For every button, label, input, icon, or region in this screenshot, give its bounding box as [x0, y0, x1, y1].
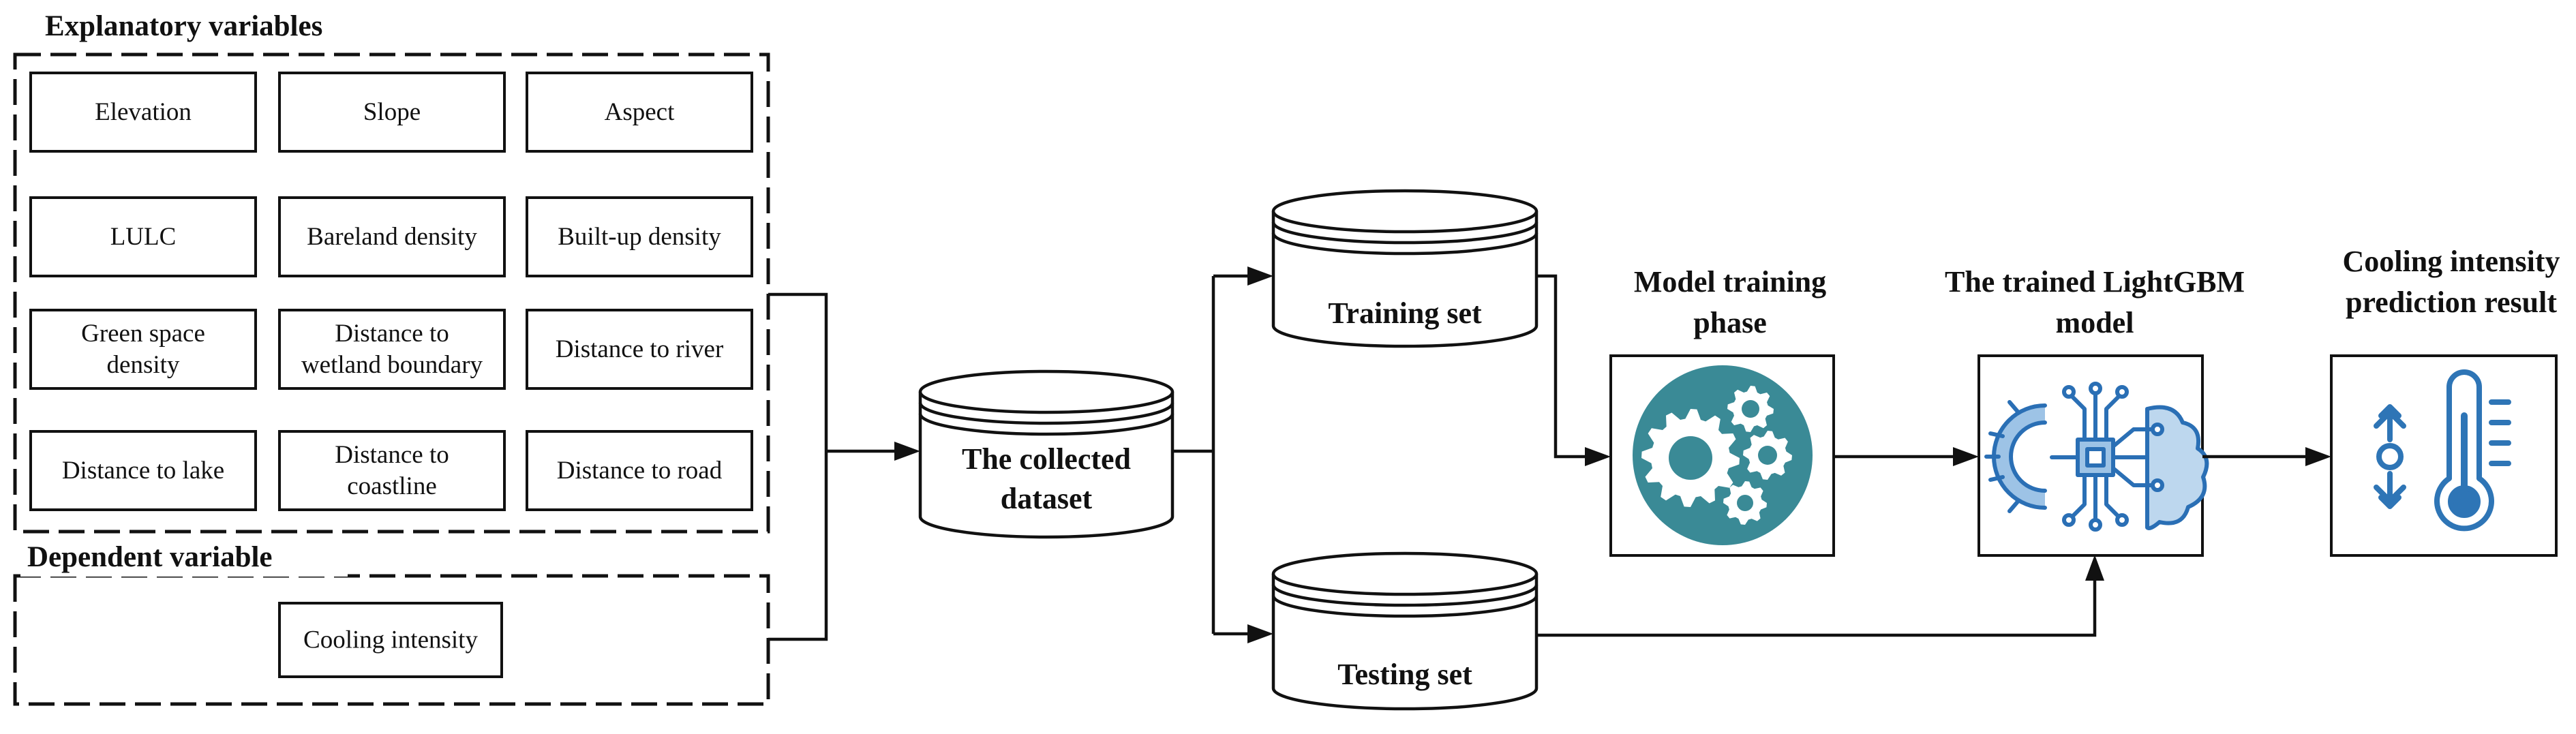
variable-label: Distance to	[335, 320, 449, 348]
variable-box: Elevation	[29, 72, 257, 153]
cooling-intensity-box	[278, 602, 503, 678]
variable-box: Distance to wetland boundary	[278, 309, 506, 390]
variable-box: Distance to river	[526, 309, 753, 390]
training-to-model-arrowhead	[1585, 447, 1611, 466]
trained-model-title-line2: model	[2056, 306, 2134, 339]
training-set-label: Training set	[1328, 296, 1482, 330]
variable-box: Distance to road	[526, 430, 753, 511]
variable-label: density	[107, 351, 180, 379]
testing-to-model-connector	[1536, 581, 2097, 637]
collected-dataset-cylinder	[918, 369, 1175, 539]
variable-label: Bareland density	[307, 223, 477, 251]
variable-box: Distance to coastline	[278, 430, 506, 511]
variable-label: Slope	[363, 98, 421, 126]
dependent-title: Dependent variable	[27, 541, 273, 573]
dataset-label-line2: dataset	[1001, 482, 1093, 515]
cooling-intensity-label: Cooling intensity	[303, 626, 478, 654]
explanatory-title: Explanatory variables	[45, 10, 322, 42]
variable-box: Distance to lake	[29, 430, 257, 511]
variable-label: Green space	[81, 320, 205, 348]
result-title-line1: Cooling intensity	[2342, 245, 2560, 278]
variable-box: Bareland density	[278, 196, 506, 277]
variable-label: wetland boundary	[301, 351, 483, 379]
to-testing-arrowhead	[1247, 624, 1273, 643]
variable-label: Distance to lake	[62, 457, 224, 485]
variable-label: Distance to road	[557, 457, 723, 485]
testing-to-model-arrowhead	[2085, 555, 2104, 581]
variable-label: Aspect	[605, 98, 675, 126]
testing-set-label: Testing set	[1337, 658, 1472, 691]
gears-icon	[1633, 365, 1813, 545]
variable-label: Built-up density	[558, 223, 721, 251]
explanatory-title-bg	[30, 8, 412, 46]
variable-box: Built-up density	[526, 196, 753, 277]
model-training-title-line2: phase	[1693, 306, 1767, 339]
variable-label: Distance to river	[556, 335, 724, 363]
model-training-title-line1: Model training	[1634, 265, 1826, 299]
dependent-title-bg	[20, 538, 348, 577]
dataset-label-line1: The collected	[962, 442, 1131, 476]
group-merge-connector	[768, 292, 828, 641]
variable-label: LULC	[110, 223, 177, 251]
result-title-line2: prediction result	[2346, 286, 2557, 319]
training-set-cylinder	[1271, 189, 1539, 348]
variable-label: Distance to	[335, 441, 449, 469]
trained-model-title-line1: The trained LightGBM	[1945, 265, 2245, 299]
variable-box: Aspect	[526, 72, 753, 153]
training-to-model-connector	[1536, 274, 1585, 459]
variable-label: coastline	[347, 472, 437, 500]
testing-set-cylinder	[1271, 551, 1539, 711]
explanatory-variables-group	[13, 52, 770, 534]
ai-brain-chip-icon	[1984, 382, 2209, 532]
variable-box: LULC	[29, 196, 257, 277]
to-training-arrowhead	[1247, 266, 1273, 286]
thermometer-icon	[2374, 369, 2511, 532]
to-dataset-arrowhead	[894, 442, 920, 461]
variable-box: Slope	[278, 72, 506, 153]
trained-to-result-arrowhead	[2305, 447, 2331, 466]
variable-box: Green space density	[29, 309, 257, 390]
variable-label: Elevation	[95, 98, 192, 126]
model-to-trained-arrowhead	[1953, 447, 1979, 466]
result-box	[2330, 354, 2558, 557]
